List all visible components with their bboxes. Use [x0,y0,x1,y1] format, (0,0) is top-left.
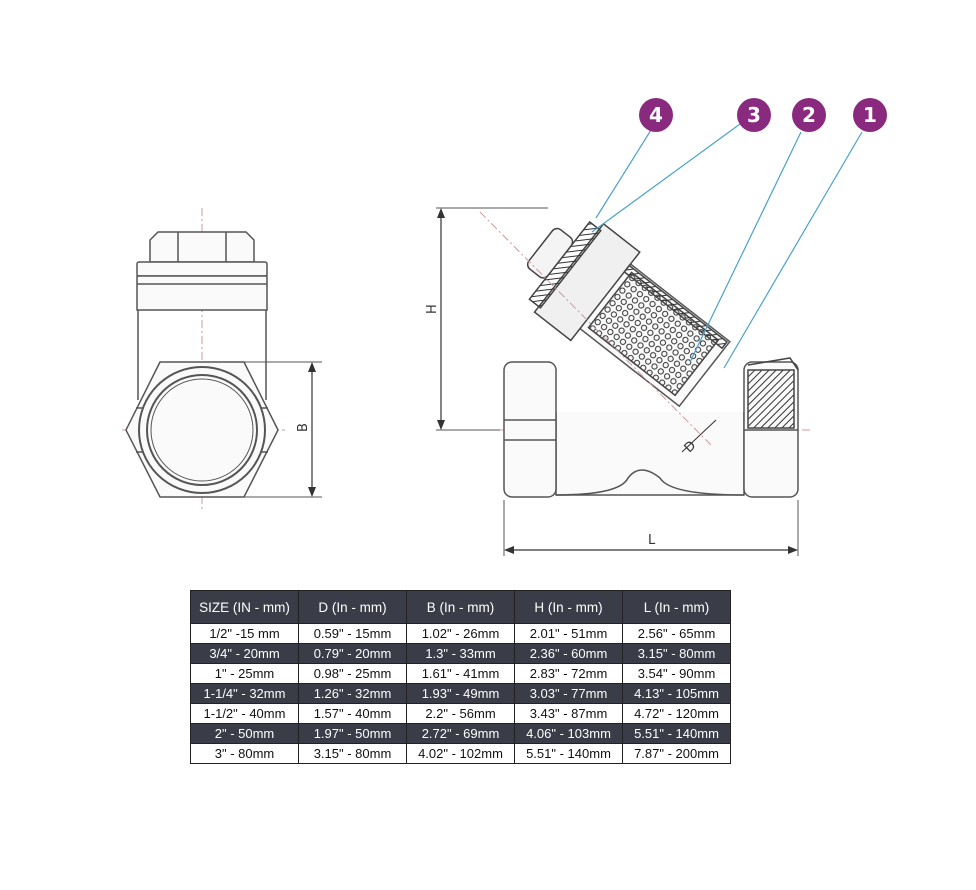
cell-d: 0.59" - 15mm [298,623,407,644]
table-row: 2" - 50mm 1.97" - 50mm 2.72" - 69mm 4.06… [190,723,731,744]
header-h: H (In - mm) [514,590,623,624]
callout-1: 1 [853,98,887,132]
cell-size: 1" - 25mm [190,663,299,684]
cell-d: 1.57" - 40mm [298,703,407,724]
side-view [436,207,812,556]
cell-b: 2.72" - 69mm [406,723,515,744]
header-d: D (In - mm) [298,590,407,624]
table-row: 1/2" -15 mm 0.59" - 15mm 1.02" - 26mm 2.… [190,623,731,644]
cell-l: 5.51" - 140mm [622,723,731,744]
cell-b: 1.61" - 41mm [406,663,515,684]
callout-4-label: 4 [649,103,663,127]
cell-d: 3.15" - 80mm [298,743,407,764]
cell-l: 4.13" - 105mm [622,683,731,704]
cell-h: 5.51" - 140mm [514,743,623,764]
callout-3-label: 3 [747,103,761,127]
cell-l: 3.15" - 80mm [622,643,731,664]
cell-h: 2.36" - 60mm [514,643,623,664]
callout-1-label: 1 [863,103,877,127]
cell-h: 3.03" - 77mm [514,683,623,704]
table-row: 1" - 25mm 0.98" - 25mm 1.61" - 41mm 2.83… [190,663,731,684]
header-l: L (In - mm) [622,590,731,624]
cell-d: 0.79" - 20mm [298,643,407,664]
cell-b: 1.02" - 26mm [406,623,515,644]
callout-2-label: 2 [802,103,816,127]
cell-b: 1.93" - 49mm [406,683,515,704]
cell-h: 2.01" - 51mm [514,623,623,644]
cell-size: 1-1/4" - 32mm [190,683,299,704]
cell-b: 1.3" - 33mm [406,643,515,664]
front-view [122,208,322,512]
dimension-b-label: B [296,423,311,432]
cell-b: 2.2" - 56mm [406,703,515,724]
table-header-row: SIZE (IN - mm) D (In - mm) B (In - mm) H… [190,590,731,624]
cell-size: 1/2" -15 mm [190,623,299,644]
cell-d: 1.97" - 50mm [298,723,407,744]
dimensions-table: SIZE (IN - mm) D (In - mm) B (In - mm) H… [190,590,731,764]
cell-l: 3.54" - 90mm [622,663,731,684]
cell-size: 3/4" - 20mm [190,643,299,664]
cell-h: 3.43" - 87mm [514,703,623,724]
callout-3: 3 [737,98,771,132]
cell-h: 4.06" - 103mm [514,723,623,744]
cell-size: 1-1/2" - 40mm [190,703,299,724]
table-row: 3/4" - 20mm 0.79" - 20mm 1.3" - 33mm 2.3… [190,643,731,664]
dimension-h-label: H [425,304,440,314]
table-row: 1-1/2" - 40mm 1.57" - 40mm 2.2" - 56mm 3… [190,703,731,724]
dimension-l-label: L [648,533,656,548]
cell-h: 2.83" - 72mm [514,663,623,684]
cell-size: 2" - 50mm [190,723,299,744]
cell-l: 2.56" - 65mm [622,623,731,644]
callout-2: 2 [792,98,826,132]
cell-size: 3" - 80mm [190,743,299,764]
header-b: B (In - mm) [406,590,515,624]
cell-d: 0.98" - 25mm [298,663,407,684]
cell-l: 7.87" - 200mm [622,743,731,764]
header-size: SIZE (IN - mm) [190,590,299,624]
cell-d: 1.26" - 32mm [298,683,407,704]
callout-4: 4 [639,98,673,132]
cell-b: 4.02" - 102mm [406,743,515,764]
table-row: 1-1/4" - 32mm 1.26" - 32mm 1.93" - 49mm … [190,683,731,704]
callout-leaders [591,123,863,369]
cell-l: 4.72" - 120mm [622,703,731,724]
strainer-drawing: B [122,98,887,556]
table-row: 3" - 80mm 3.15" - 80mm 4.02" - 102mm 5.5… [190,743,731,764]
